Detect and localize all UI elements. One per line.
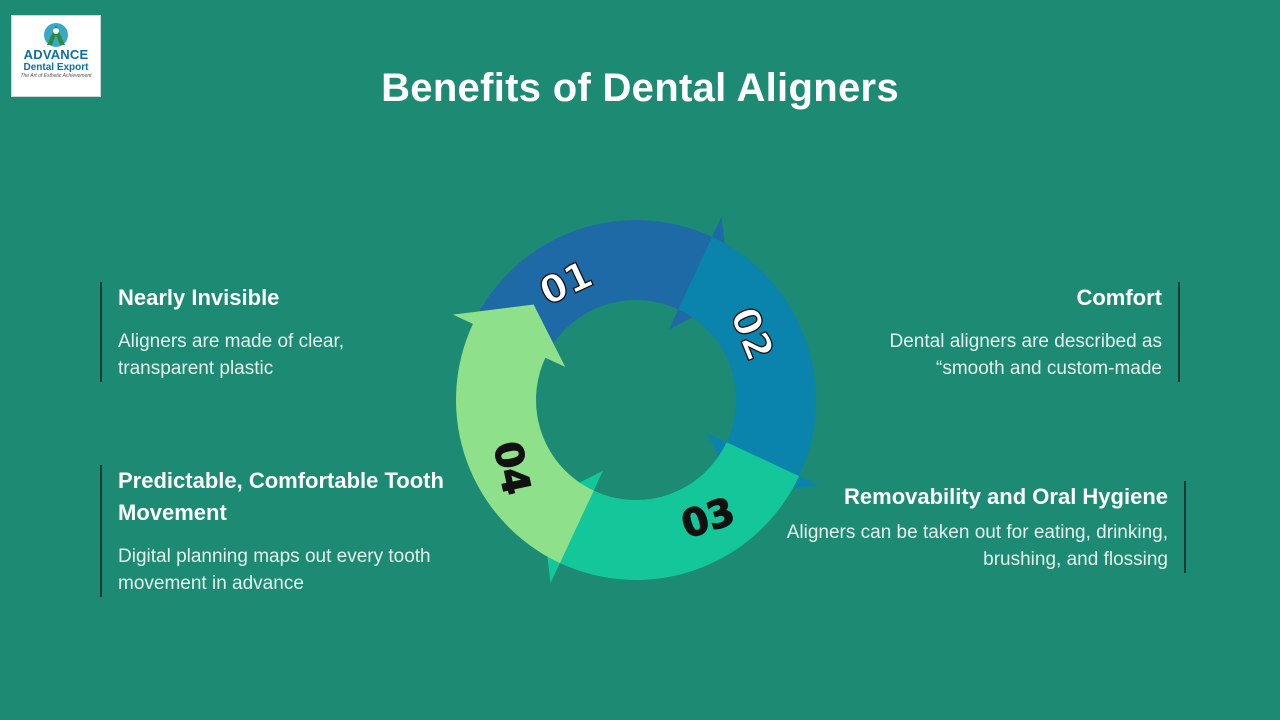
cycle-diagram: 01 02 03 04 — [452, 216, 820, 584]
tooth-emblem-icon — [44, 23, 68, 47]
benefit-removability: Removability and Oral Hygiene Aligners c… — [786, 481, 1186, 573]
benefit-heading: Comfort — [1076, 285, 1162, 310]
benefit-description: Aligners can be taken out for eating, dr… — [786, 522, 1168, 570]
benefit-heading: Nearly Invisible — [118, 285, 280, 310]
benefit-description: Digital planning maps out every tooth mo… — [118, 546, 431, 594]
cycle-segment-02 — [678, 236, 820, 496]
cycle-segment-03 — [540, 442, 800, 584]
logo-name: ADVANCE — [23, 47, 89, 62]
benefit-description: Dental aligners are described as “smooth… — [889, 331, 1163, 379]
benefit-description: Aligners are made of clear, transparent … — [118, 331, 345, 379]
benefit-heading: Removability and Oral Hygiene — [844, 484, 1168, 509]
cycle-segment-04 — [452, 304, 594, 564]
benefit-nearly-invisible: Nearly Invisible Aligners are made of cl… — [100, 282, 430, 382]
logo-tagline: The Art of Esthetic Achievement — [20, 73, 92, 79]
benefit-tooth-movement: Predictable, Comfortable Tooth Movement … — [100, 465, 460, 597]
benefit-heading: Predictable, Comfortable Tooth Movement — [118, 468, 444, 525]
company-logo: ADVANCE Dental Export The Art of Estheti… — [11, 15, 101, 97]
page-title: Benefits of Dental Aligners — [381, 66, 899, 110]
benefit-comfort: Comfort Dental aligners are described as… — [820, 282, 1180, 382]
logo-subtitle: Dental Export — [23, 62, 89, 73]
